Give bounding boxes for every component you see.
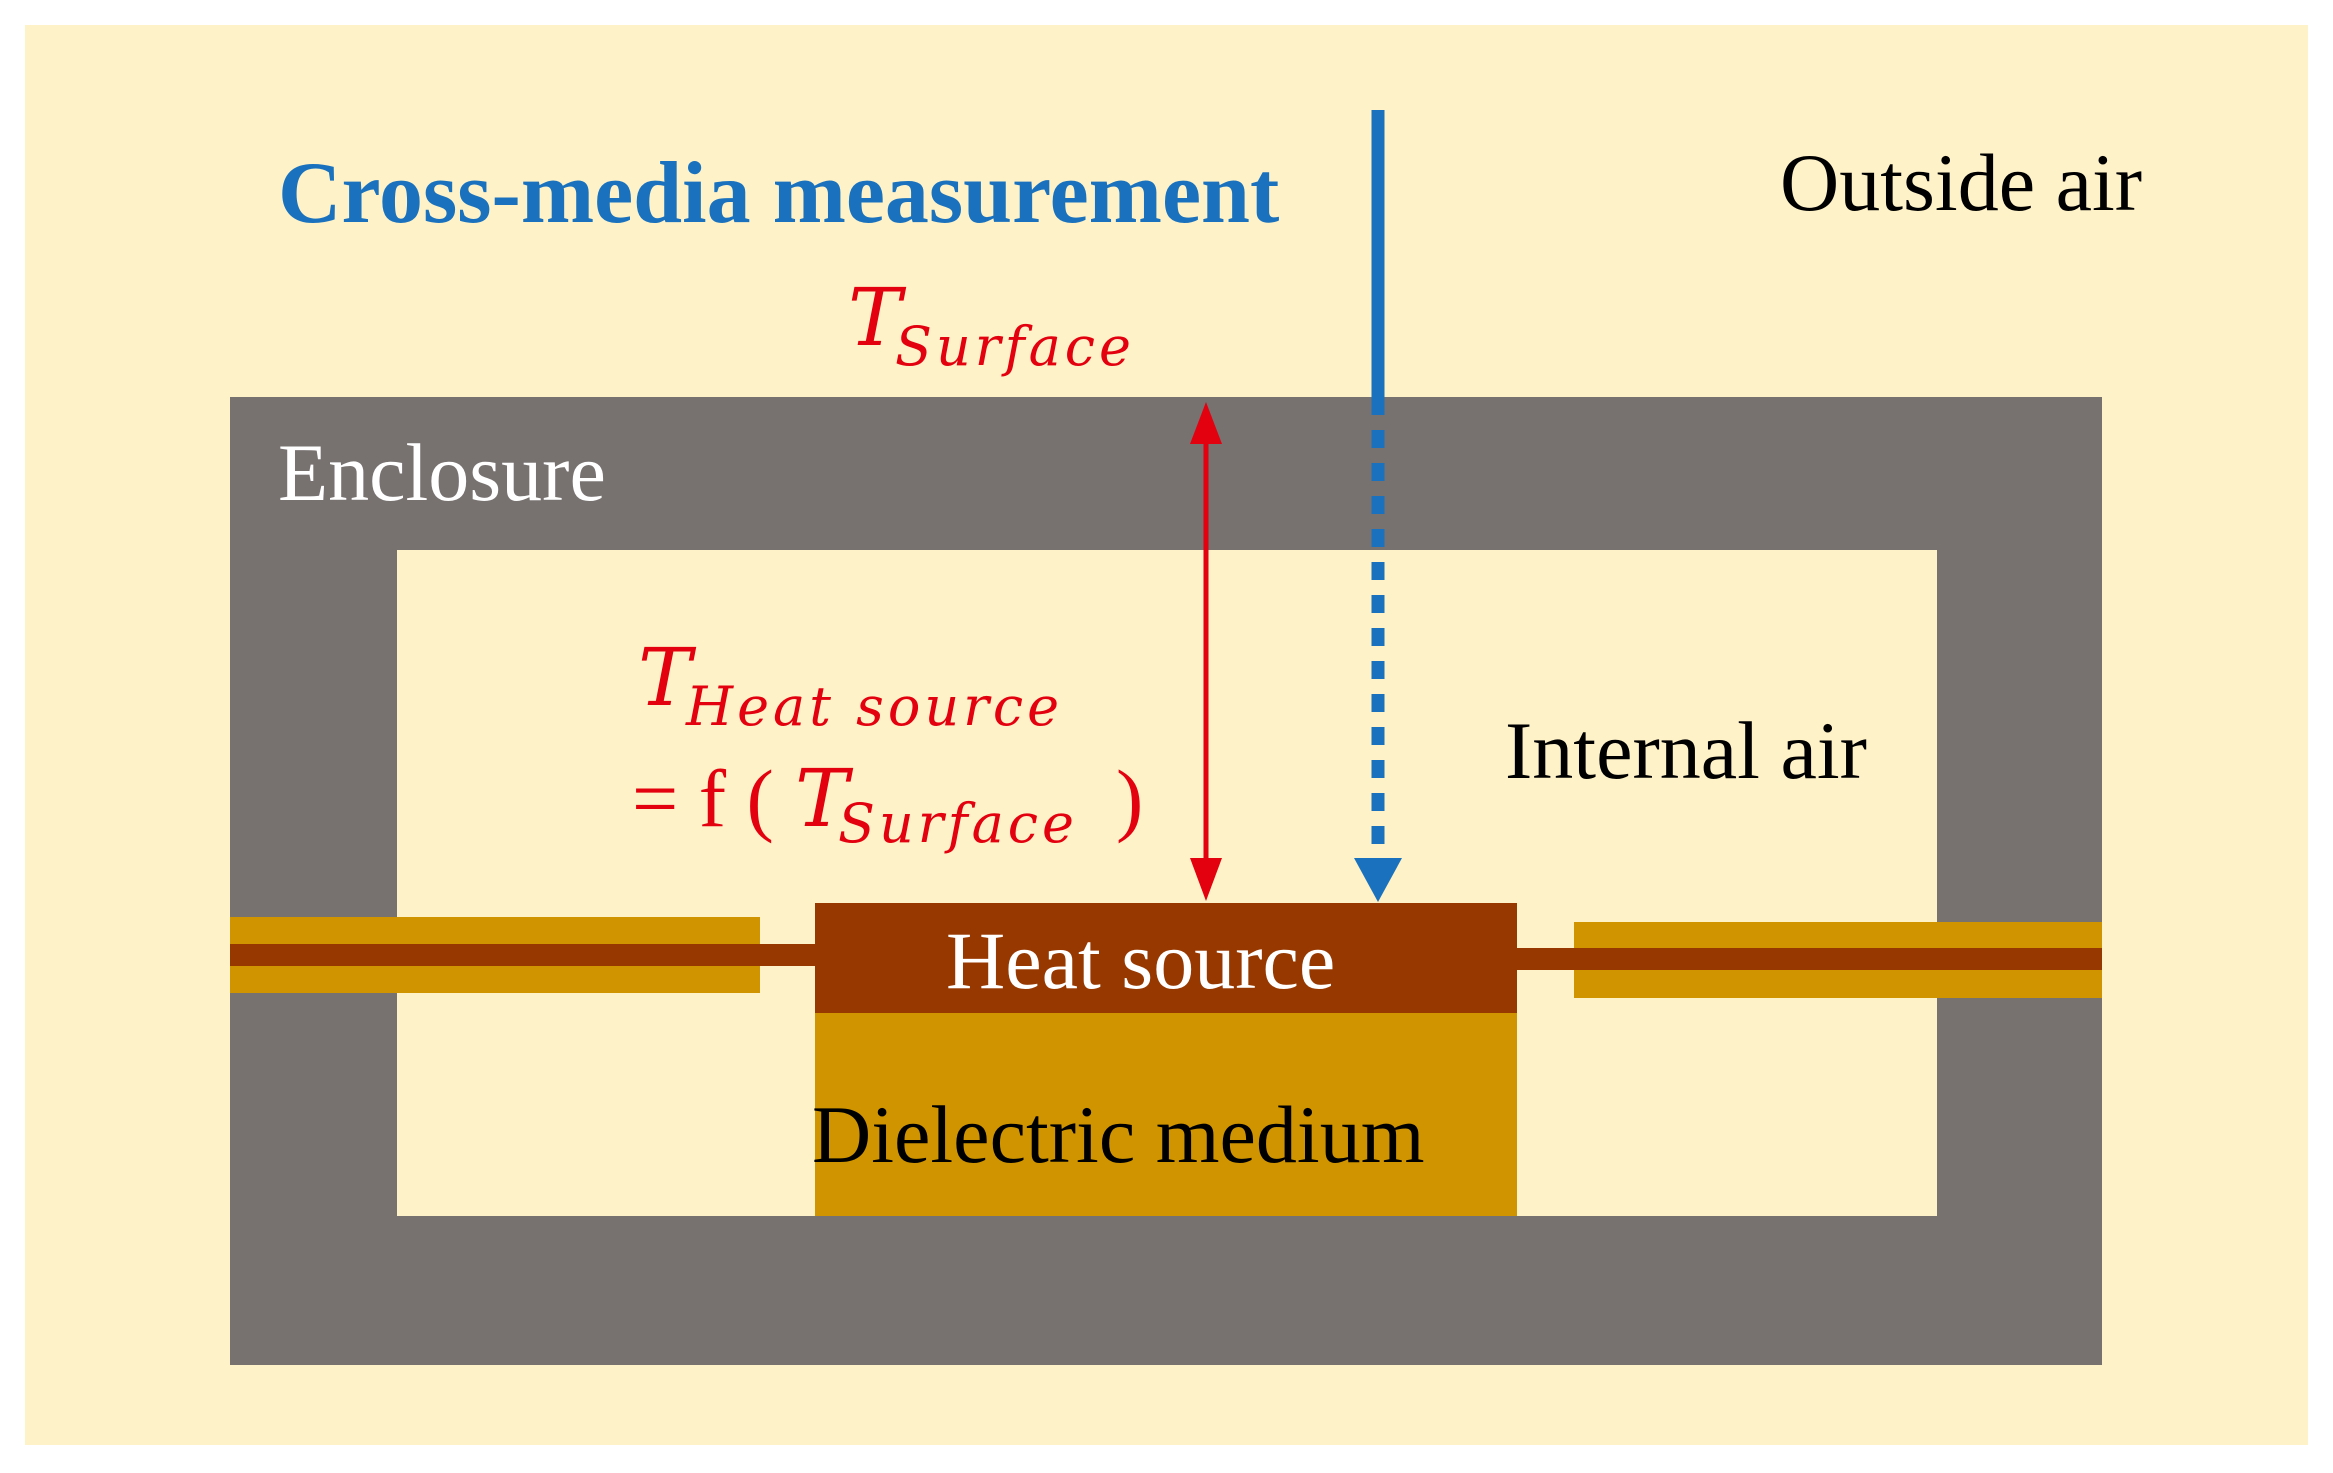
t-surface-symbol: T (848, 271, 907, 364)
inner-t-subscript: Surface (838, 792, 1078, 855)
t-heat-source-symbol: T (638, 631, 697, 724)
measurement-arrow-head (1354, 858, 1402, 902)
dielectric-medium-block (815, 1010, 1517, 1216)
equals-f-open: = f ( (632, 753, 774, 844)
enclosure-label: Enclosure (278, 427, 606, 518)
cross-media-label: Cross-media measurement (278, 145, 1279, 242)
relation-arrow-head-bottom (1190, 858, 1222, 901)
heat-source-block (815, 903, 1517, 1013)
t-surface-equation: T Surface (848, 271, 1135, 378)
t-heat-source-equation: T Heat source = f ( T Surface ) (632, 631, 1143, 855)
relation-arrow-head-top (1190, 402, 1222, 444)
t-heat-source-subscript: Heat source (685, 675, 1063, 738)
right-lead-core (1515, 948, 2102, 970)
t-surface-subscript: Surface (895, 315, 1135, 378)
inner-t-symbol: T (795, 752, 854, 845)
dielectric-medium-label: Dielectric medium (812, 1089, 1424, 1180)
left-lead-core (230, 944, 816, 966)
outside-air-label: Outside air (1780, 137, 2142, 228)
internal-air-label: Internal air (1505, 705, 1867, 796)
heat-source-label: Heat source (946, 915, 1335, 1006)
close-paren: ) (1116, 753, 1143, 844)
